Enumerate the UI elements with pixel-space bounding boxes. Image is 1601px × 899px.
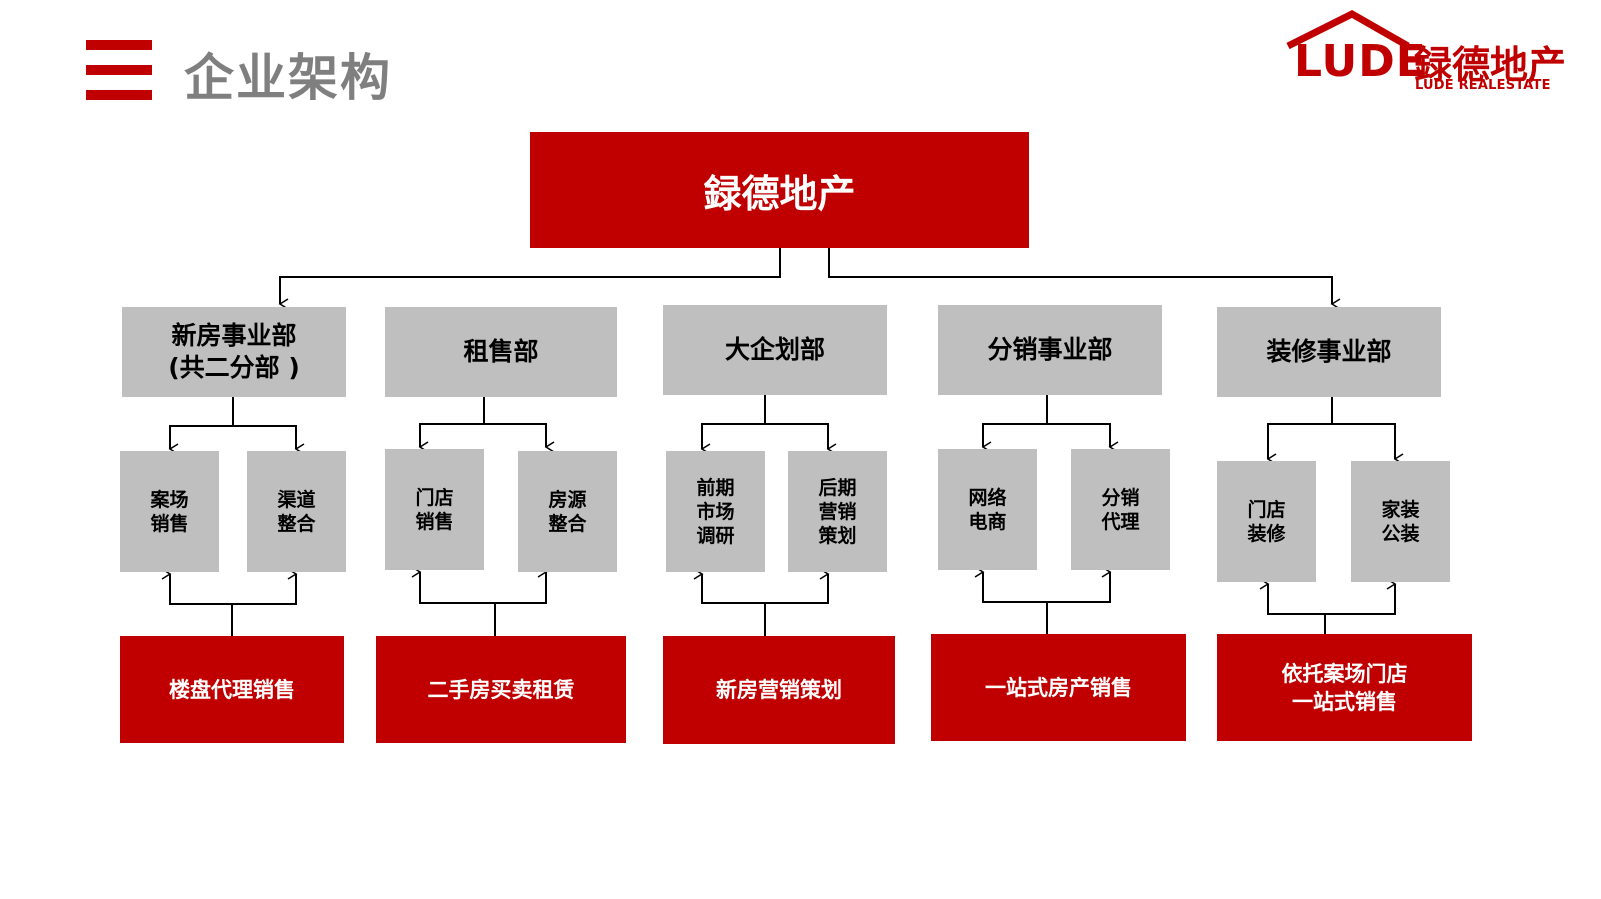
connector-arrow bbox=[981, 423, 1047, 453]
menu-icon-bar-top bbox=[86, 40, 152, 50]
logo-name: 録德地产 bbox=[1414, 43, 1567, 87]
department-box-leasing: 租售部 bbox=[385, 307, 617, 397]
connector-arrow bbox=[233, 425, 305, 455]
business-box: 二手房买卖租赁 bbox=[376, 636, 626, 743]
connector-arrow bbox=[161, 568, 232, 605]
department-box-distribution: 分销事业部 bbox=[938, 305, 1162, 395]
sub-unit-box: 案场 销售 bbox=[120, 451, 219, 572]
connector-arrow bbox=[700, 423, 765, 455]
connector-arrow bbox=[1325, 578, 1397, 615]
connector-arrow bbox=[411, 566, 495, 604]
connector-arrow bbox=[495, 566, 548, 604]
org-root-box: 録德地产 bbox=[530, 132, 1029, 248]
department-box-decoration: 装修事业部 bbox=[1217, 307, 1441, 397]
department-box-planning: 大企划部 bbox=[663, 305, 887, 395]
connector-arrow bbox=[278, 248, 781, 310]
sub-unit-box: 房源 整合 bbox=[518, 451, 617, 572]
connector-arrow bbox=[168, 425, 233, 455]
company-logo: LUDE 録德地产 LUDE REALESTATE bbox=[1280, 8, 1580, 93]
connector-arrow bbox=[418, 423, 484, 453]
connector-arrow bbox=[1266, 423, 1332, 465]
connector-arrow bbox=[232, 568, 298, 605]
connector-arrow bbox=[828, 248, 1341, 310]
connector-arrow bbox=[1047, 423, 1119, 453]
menu-icon-bar-bottom bbox=[86, 90, 152, 100]
sub-unit-box: 门店 销售 bbox=[385, 449, 484, 570]
sub-unit-box: 家装 公装 bbox=[1351, 461, 1450, 582]
sub-unit-box: 网络 电商 bbox=[938, 449, 1037, 570]
department-box-new-homes: 新房事业部 (共二分部 ) bbox=[122, 307, 346, 397]
business-box: 新房营销策划 bbox=[663, 636, 895, 744]
business-box: 一站式房产销售 bbox=[931, 634, 1186, 741]
connector-arrow bbox=[765, 423, 837, 455]
logo-tagline: LUDE REALESTATE bbox=[1415, 78, 1551, 93]
sub-unit-box: 门店 装修 bbox=[1217, 461, 1316, 582]
sub-unit-box: 后期 营销 策划 bbox=[788, 451, 887, 572]
page-title: 企业架构 bbox=[184, 49, 392, 107]
connector-arrow bbox=[1047, 566, 1112, 603]
connector-arrow bbox=[974, 566, 1047, 603]
sub-unit-box: 前期 市场 调研 bbox=[666, 451, 765, 572]
logo-mark: LUDE bbox=[1294, 36, 1427, 87]
business-box: 楼盘代理销售 bbox=[120, 636, 344, 743]
business-box: 依托案场门店 一站式销售 bbox=[1217, 634, 1472, 741]
house-roof-icon bbox=[1286, 10, 1410, 50]
sub-unit-box: 分销 代理 bbox=[1071, 449, 1170, 570]
connector-arrow bbox=[484, 423, 555, 453]
connector-arrow bbox=[1332, 423, 1404, 465]
sub-unit-box: 渠道 整合 bbox=[247, 451, 346, 572]
menu-icon-bar-middle bbox=[86, 65, 152, 75]
connector-arrow bbox=[765, 568, 830, 604]
connector-arrow bbox=[693, 568, 765, 604]
connector-arrow bbox=[1259, 578, 1325, 615]
